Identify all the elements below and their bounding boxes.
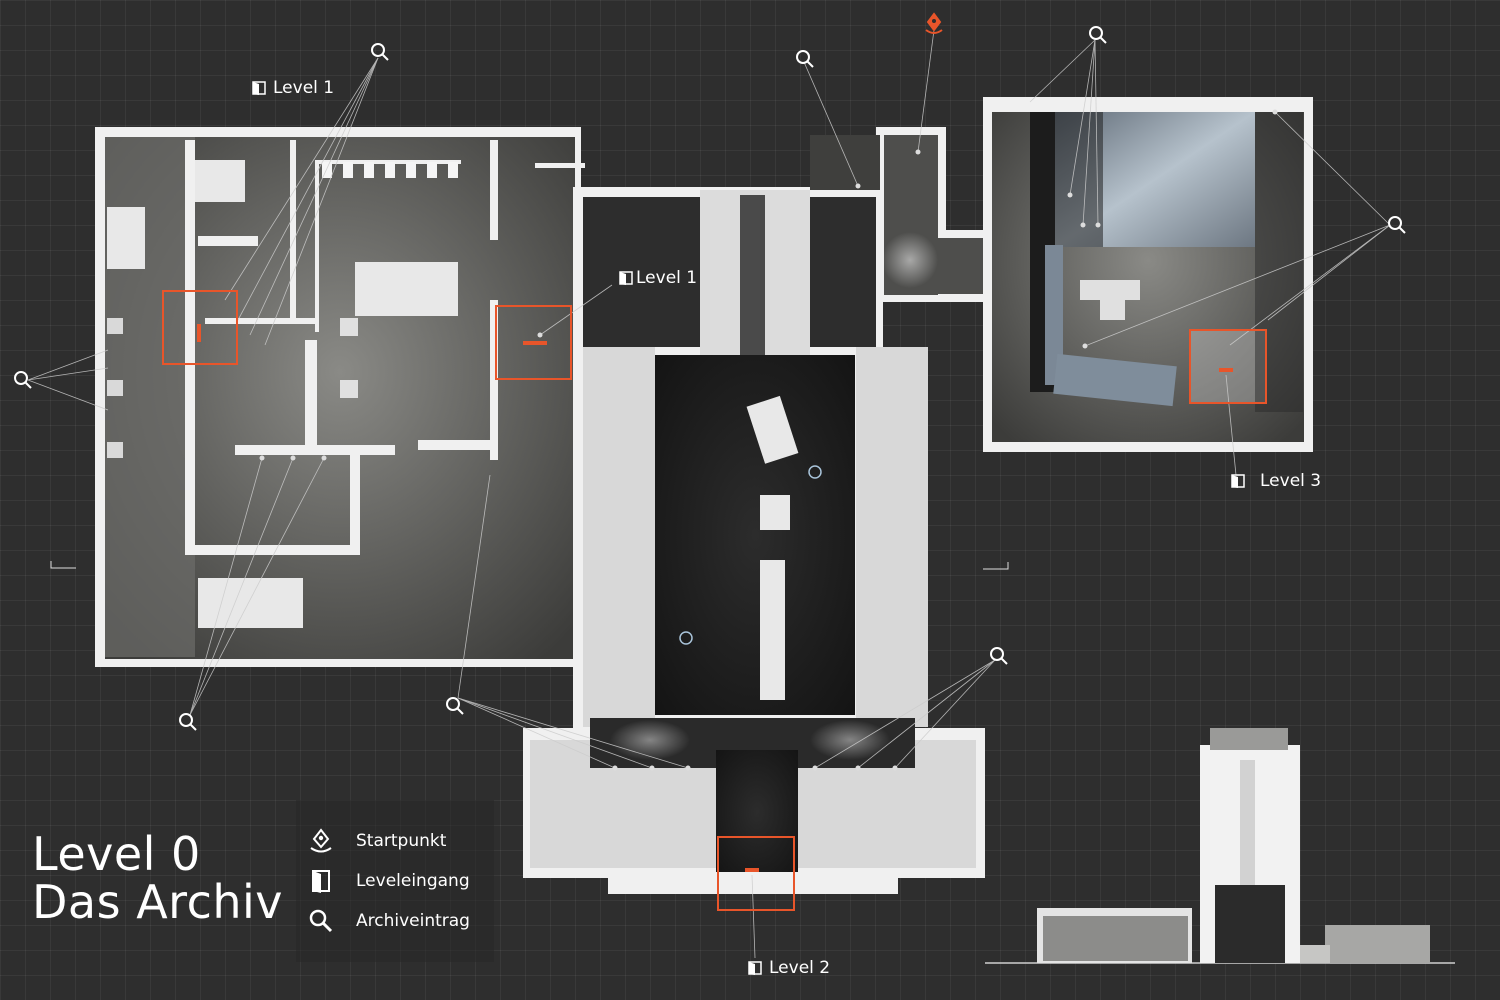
map-legend: Startpunkt Leveleingang Archiveintrag — [296, 800, 494, 962]
legend-label-archive: Archiveintrag — [356, 911, 470, 931]
level-title: Level 0 Das Archiv — [32, 830, 283, 926]
start-point-icon[interactable] — [925, 12, 943, 34]
level-entrance-icon — [619, 271, 633, 285]
legend-label-start: Startpunkt — [356, 831, 447, 851]
level-entrance-text: Level 1 — [273, 78, 335, 98]
archive-entry-icon[interactable] — [371, 43, 389, 61]
archive-entry-icon[interactable] — [1089, 26, 1107, 44]
archive-entry-icon[interactable] — [14, 371, 32, 389]
legend-item-start: Startpunkt — [308, 828, 446, 854]
archive-entry-icon[interactable] — [1388, 216, 1406, 234]
level-entrance-icon — [252, 81, 266, 95]
level-entrance-label[interactable]: Level 3 — [1230, 471, 1321, 491]
callout-lines — [27, 29, 1391, 959]
east-building — [983, 97, 1313, 452]
level-entrance-text: Level 3 — [1260, 471, 1322, 491]
archive-entry-icon[interactable] — [446, 697, 464, 715]
level-entrance-text: Level 1 — [636, 268, 698, 288]
level-entrance-icon — [748, 961, 762, 975]
building-elevation — [985, 728, 1455, 964]
level-entrance-icon — [1231, 474, 1245, 488]
callout-points — [259, 109, 1278, 771]
entrance-box-level3 — [1189, 329, 1267, 404]
legend-label-entrance: Leveleingang — [356, 871, 470, 891]
level-title-line2: Das Archiv — [32, 875, 284, 929]
archive-entry-icon — [309, 909, 333, 933]
entrance-box-level1-center — [495, 305, 572, 380]
level-entrance-label[interactable]: Level 1 — [251, 78, 334, 98]
level-entrance-label[interactable]: Level 1 — [618, 268, 697, 288]
level-title-line1: Level 0 — [32, 827, 201, 881]
section-markers — [50, 561, 1009, 570]
level-entrance-icon — [312, 870, 330, 893]
archive-entry-icon[interactable] — [179, 713, 197, 731]
level-entrance-label[interactable]: Level 2 — [747, 958, 830, 978]
archive-entry-icon[interactable] — [990, 647, 1008, 665]
legend-item-entrance: Leveleingang — [308, 868, 470, 894]
archive-entry-icon[interactable] — [796, 50, 814, 68]
legend-item-archive: Archiveintrag — [308, 908, 470, 934]
entrance-box-level1-west — [162, 290, 238, 365]
west-wing — [95, 127, 585, 667]
start-point-icon — [310, 828, 332, 853]
archive-entry-icons — [14, 26, 1406, 731]
level-entrance-text: Level 2 — [769, 958, 831, 978]
level-entrance-markers[interactable] — [162, 290, 1267, 911]
entrance-box-level2 — [717, 836, 795, 911]
